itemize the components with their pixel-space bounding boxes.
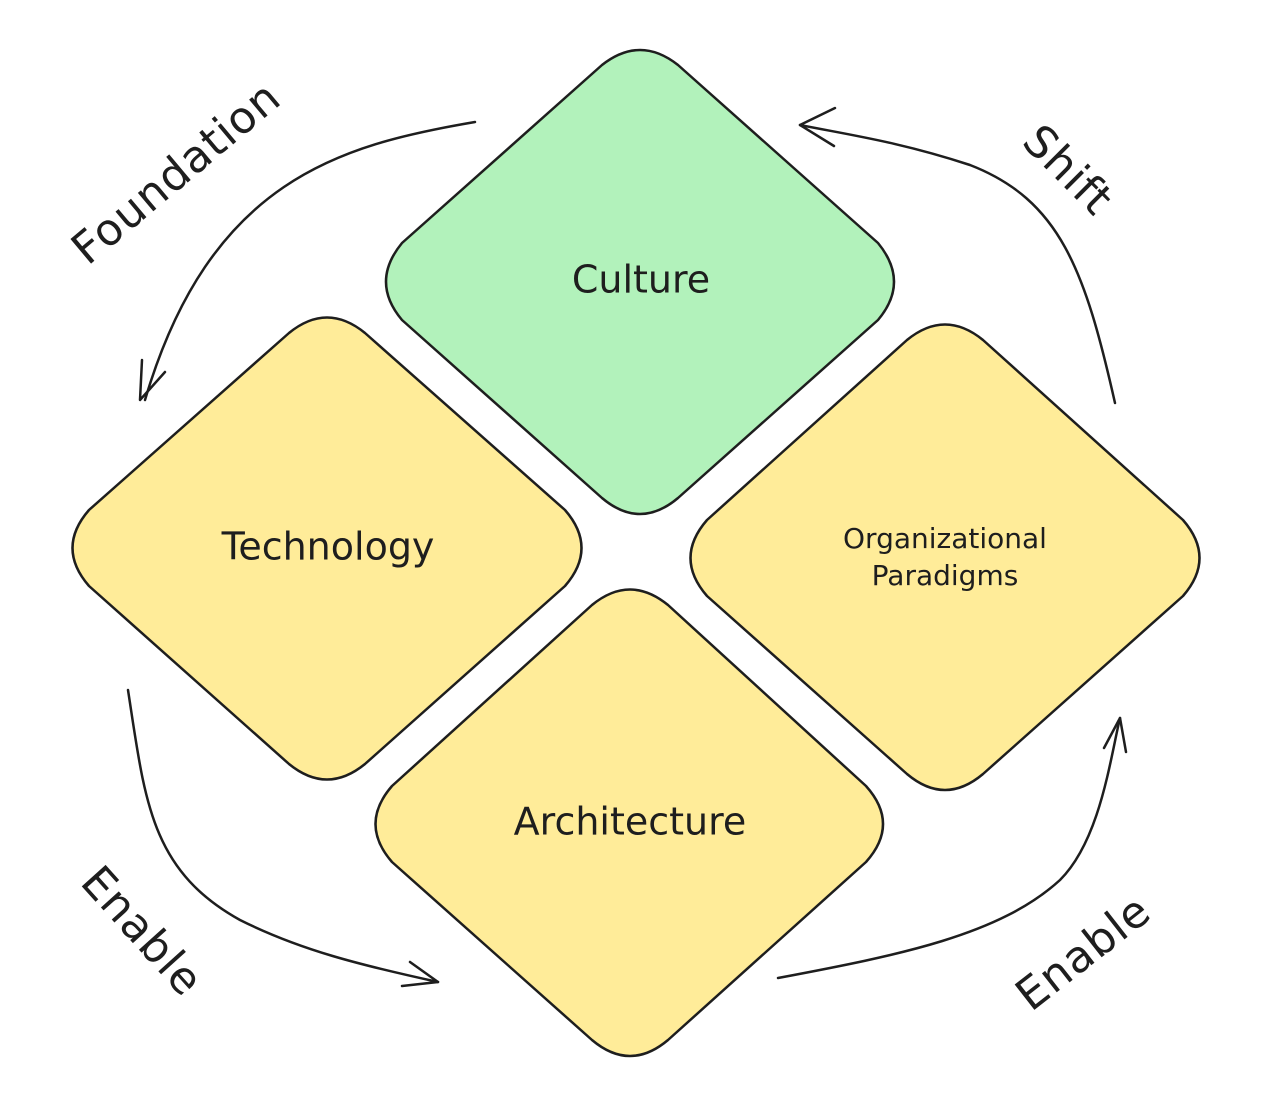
organizational-label-line2: Paradigms [872,559,1019,592]
architecture-node[interactable]: Architecture [374,588,885,1058]
foundation-arrow [138,120,477,402]
shift-label: Shift [1013,115,1123,225]
culture-label: Culture [572,258,710,302]
shift-arrowhead [798,106,837,148]
technology-label: Technology [221,525,435,569]
technology-diamond [71,316,583,781]
organizational-paradigms-node[interactable]: Organizational Paradigms [689,323,1201,792]
organizational-label-line1: Organizational [843,522,1047,555]
architecture-label: Architecture [514,800,747,844]
enable-right-arrow-path [776,716,1122,980]
enable-right-arrow [776,716,1128,980]
enable-left-arrow [126,688,440,988]
enable-left-arrowhead [400,960,440,988]
foundation-arrow-path [143,120,477,402]
enable-left-arrow-path [126,688,440,984]
organizational-paradigms-diamond [689,323,1201,792]
shift-arrow [798,106,1117,405]
shift-arrow-path [798,123,1117,405]
culture-diamond [384,48,896,516]
enable-right-label: Enable [1006,885,1160,1021]
architecture-diamond [374,588,885,1058]
enable-left-label: Enable [71,856,213,1006]
technology-node[interactable]: Technology [71,316,583,781]
enable-right-arrowhead [1102,716,1128,754]
culture-node[interactable]: Culture [384,48,896,516]
foundation-label: Foundation [62,71,291,274]
foundation-arrowhead [138,358,167,402]
